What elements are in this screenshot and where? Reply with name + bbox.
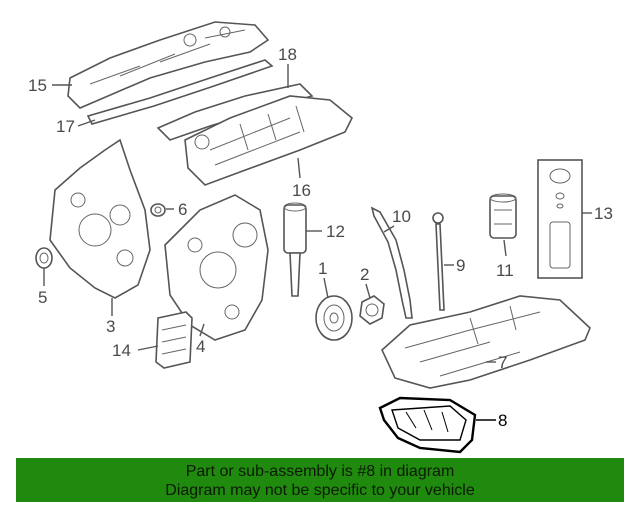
part-3-timing-cover[interactable]: [49, 138, 151, 299]
callout-2: 2: [360, 265, 369, 284]
callout-13: 13: [594, 204, 613, 223]
part-7-oil-pan-upper[interactable]: [381, 295, 591, 389]
part-16-valve-cover[interactable]: [184, 95, 354, 186]
part-6-seal[interactable]: [150, 203, 166, 217]
parts-diagram: 15 17 18 16 6 5 3 4 14 12 1 2 10 9 11 13…: [28, 21, 613, 454]
callout-18: 18: [278, 45, 297, 64]
part-18-gasket[interactable]: [156, 83, 314, 141]
part-17-gasket[interactable]: [86, 59, 274, 125]
part-14-cooler[interactable]: [155, 311, 193, 369]
notice-banner: Part or sub-assembly is #8 in diagram Di…: [16, 458, 624, 502]
callout-4: 4: [196, 337, 205, 356]
callout-15: 15: [28, 76, 47, 95]
banner-line-2: Diagram may not be specific to your vehi…: [165, 482, 475, 499]
part-2-tensioner[interactable]: [359, 295, 385, 325]
part-10-tube[interactable]: [370, 206, 413, 319]
callout-5: 5: [38, 288, 47, 307]
callout-14: 14: [112, 341, 131, 360]
callout-12: 12: [326, 222, 345, 241]
callout-1: 1: [318, 259, 327, 278]
callout-10: 10: [392, 207, 411, 226]
callout-3: 3: [106, 317, 115, 336]
callout-6: 6: [178, 200, 187, 219]
callout-8: 8: [498, 411, 507, 430]
part-5-seal[interactable]: [35, 247, 53, 269]
callout-17: 17: [56, 117, 75, 136]
part-13-filter-kit[interactable]: [537, 159, 583, 279]
part-1-pulley[interactable]: [315, 295, 353, 341]
callout-16: 16: [292, 181, 311, 200]
banner-line-1: Part or sub-assembly is #8 in diagram: [185, 463, 455, 480]
part-12-filter-housing[interactable]: [283, 202, 307, 297]
callout-7: 7: [498, 353, 507, 372]
leader-lines: [43, 64, 592, 421]
part-9-dipstick[interactable]: [432, 212, 445, 311]
callout-11: 11: [496, 261, 514, 280]
part-8-oil-pan-lower[interactable]: [378, 396, 477, 454]
part-15-cover[interactable]: [67, 21, 270, 109]
callout-9: 9: [456, 256, 465, 275]
part-11-housing[interactable]: [489, 193, 517, 239]
